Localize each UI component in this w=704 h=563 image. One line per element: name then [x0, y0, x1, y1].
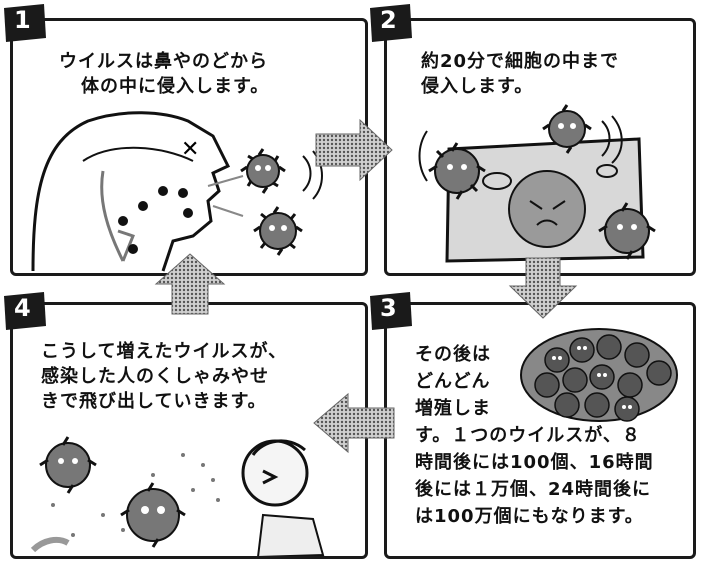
- panel-3-line-6: 後には１万個、24時間後に: [415, 479, 652, 500]
- badge-4: [4, 292, 46, 330]
- badge-2-number: 2: [380, 6, 398, 34]
- cell-illustration: [418, 104, 656, 263]
- panel-1-line-1: ウイルスは鼻やのどから: [59, 51, 268, 72]
- panel-3-line-5: 時間後には100個、16時間: [415, 452, 654, 473]
- virus-icon: [428, 142, 486, 200]
- panel-4-line-3: きで飛び出していきます。: [41, 391, 267, 412]
- panel-1-line-2: 体の中に侵入します。: [81, 76, 270, 97]
- panel-2-line-1: 約20分で細胞の中まで: [421, 51, 620, 72]
- panel-3-line-3: 増殖しま: [415, 398, 491, 419]
- panel-4-text: こうして増えたウイルスが、 感染した人のくしゃみやせ きで飛び出していきます。: [41, 339, 287, 414]
- badge-3-number: 3: [380, 294, 398, 322]
- badge-1: [4, 4, 46, 42]
- virus-icon: [598, 202, 656, 260]
- panel-4-line-1: こうして増えたウイルスが、: [41, 341, 288, 362]
- arrow-up-icon: [154, 253, 226, 315]
- panel-2-text: 約20分で細胞の中まで 侵入します。: [421, 49, 619, 99]
- panel-3-line-1: その後は: [415, 344, 491, 365]
- panel-4: こうして増えたウイルスが、 感染した人のくしゃみやせ きで飛び出していきます。: [10, 302, 368, 559]
- virus-icon: [39, 436, 97, 494]
- arrow-right-icon: [315, 118, 393, 182]
- panel-1-text: ウイルスは鼻やのどから 体の中に侵入します。: [59, 49, 269, 99]
- sneeze-illustration: [30, 436, 325, 556]
- virus-icon: [542, 104, 592, 154]
- virus-icon: [240, 148, 286, 194]
- panel-3-line-2: どんどん: [415, 371, 491, 392]
- badge-4-number: 4: [14, 294, 32, 322]
- panel-3-text: その後は どんどん 増殖しま す。１つのウイルスが、８ 時間後には100個、16…: [415, 341, 654, 530]
- virus-icon: [253, 206, 303, 256]
- panel-4-line-2: 感染した人のくしゃみやせ: [41, 366, 269, 387]
- badge-2: [370, 4, 412, 42]
- svg-text:✕: ✕: [181, 137, 199, 162]
- badge-3: [370, 292, 412, 330]
- panel-2: 約20分で細胞の中まで 侵入します。: [384, 18, 696, 276]
- arrow-left-icon: [313, 392, 395, 454]
- panel-3: その後は どんどん 増殖しま す。１つのウイルスが、８ 時間後には100個、16…: [384, 302, 696, 559]
- virus-cluster-illustration: [520, 328, 678, 422]
- badge-1-number: 1: [14, 6, 32, 34]
- arrow-down-icon: [508, 257, 578, 319]
- panel-2-line-2: 侵入します。: [421, 76, 534, 97]
- panel-3-line-7: は100万個にもなります。: [415, 506, 644, 527]
- panel-1: ウイルスは鼻やのどから 体の中に侵入します。 ✕: [10, 18, 368, 276]
- virus-icon: [120, 482, 186, 548]
- panel-3-line-4: す。１つのウイルスが、８: [415, 425, 641, 446]
- head-profile-illustration: ✕: [31, 111, 323, 272]
